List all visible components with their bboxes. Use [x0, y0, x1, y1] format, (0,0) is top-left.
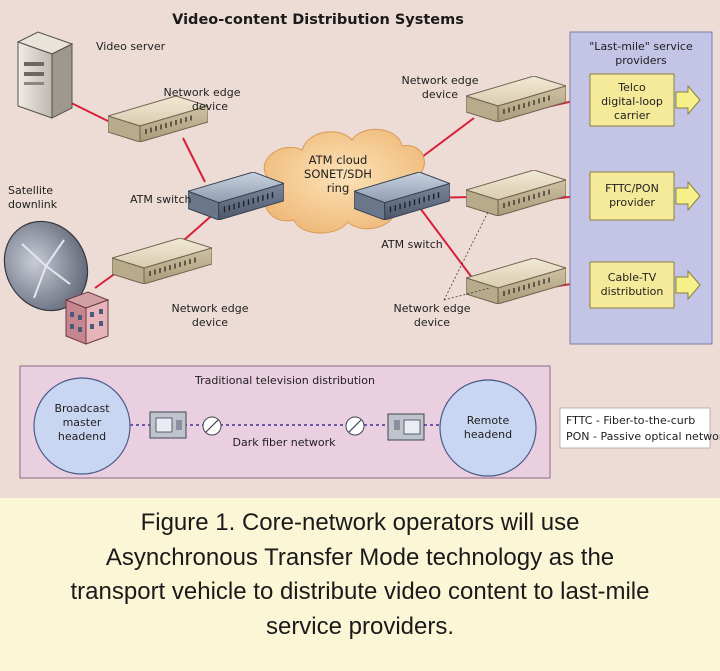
repeater-right [345, 416, 365, 436]
provider-telco-line1: Telco [617, 81, 646, 94]
last-mile-heading-1: "Last-mile" service [589, 40, 693, 53]
remote-line2: headend [464, 428, 512, 441]
atm-switch-right-label: ATM switch [381, 238, 443, 251]
abbreviation-legend [559, 407, 711, 449]
leader-lines [443, 211, 491, 301]
arrow-icon [675, 180, 701, 212]
last-mile-heading-2: providers [615, 54, 667, 67]
repeater-left [202, 416, 222, 436]
provider-fttc-line2: provider [609, 196, 655, 209]
dark-fiber-label: Dark fiber network [233, 436, 337, 449]
legend-fttc: FTTC - Fiber-to-the-curb [566, 414, 695, 427]
link-edge-switch-left [182, 137, 206, 183]
edge-device-bottom-left [112, 238, 212, 284]
legend-pon: PON - Passive optical network [566, 430, 720, 443]
edge-bottom-left-label-1: Network edge [172, 302, 249, 315]
remote-line1: Remote [467, 414, 510, 427]
provider-cable: Cable-TV distribution [589, 261, 701, 309]
edge-right-bottom-label-2: device [414, 316, 450, 329]
caption-line: transport vehicle to distribute video co… [70, 578, 650, 605]
cloud-label-line1: ATM cloud [309, 153, 368, 167]
terminal-right [387, 413, 425, 441]
caption-line: Asynchronous Transfer Mode technology as… [105, 543, 615, 571]
edge-bottom-left-label-2: device [192, 316, 228, 329]
edge-top-left-label-1: Network edge [164, 86, 241, 99]
building [64, 291, 110, 345]
link-switch-edge-bottom [419, 207, 477, 284]
provider-telco-line2: digital-loop [601, 95, 663, 108]
edge-right-top-label-1: Network edge [402, 74, 479, 87]
caption-line: service providers. [265, 612, 455, 640]
provider-fttc: FTTC/PON provider [589, 171, 701, 221]
broadcast-line3: headend [58, 430, 106, 443]
provider-telco-line3: carrier [614, 109, 650, 122]
provider-cable-line1: Cable-TV [608, 271, 657, 284]
cloud-label-line3: ring [327, 181, 350, 195]
terminal-left [149, 411, 187, 439]
broadcast-line2: master [63, 416, 102, 429]
edge-device-right-mid [466, 170, 566, 216]
atm-switch-left-label: ATM switch [130, 193, 192, 206]
caption-line: Figure 1. Core-network operators will us… [140, 509, 580, 536]
edge-top-left-label-2: device [192, 100, 228, 113]
edge-right-top-label-2: device [422, 88, 458, 101]
distribution-diagram: Video-content Distribution Systems ATM c… [3, 12, 720, 479]
video-server [16, 31, 74, 119]
provider-fttc-line1: FTTC/PON [605, 182, 659, 195]
satellite-label-1: Satellite [8, 184, 53, 197]
cloud-label-line2: SONET/SDH [304, 167, 372, 181]
video-server-label: Video server [96, 40, 166, 53]
diagram-title: Video-content Distribution Systems [172, 12, 464, 28]
remote-headend [439, 379, 537, 477]
edge-device-right-bottom [466, 258, 566, 304]
arrow-icon [675, 84, 701, 116]
figure-caption: Figure 1. Core-network operators will us… [20, 506, 700, 644]
provider-cable-line2: distribution [601, 285, 664, 298]
satellite-dish [3, 220, 89, 312]
traditional-heading: Traditional television distribution [194, 374, 375, 387]
provider-telco: Telco digital-loop carrier [589, 73, 701, 127]
arrow-icon [675, 269, 701, 301]
edge-device-right-top [466, 76, 566, 122]
broadcast-line1: Broadcast [54, 402, 110, 415]
satellite-label-2: downlink [8, 198, 58, 211]
edge-right-bottom-label-1: Network edge [394, 302, 471, 315]
